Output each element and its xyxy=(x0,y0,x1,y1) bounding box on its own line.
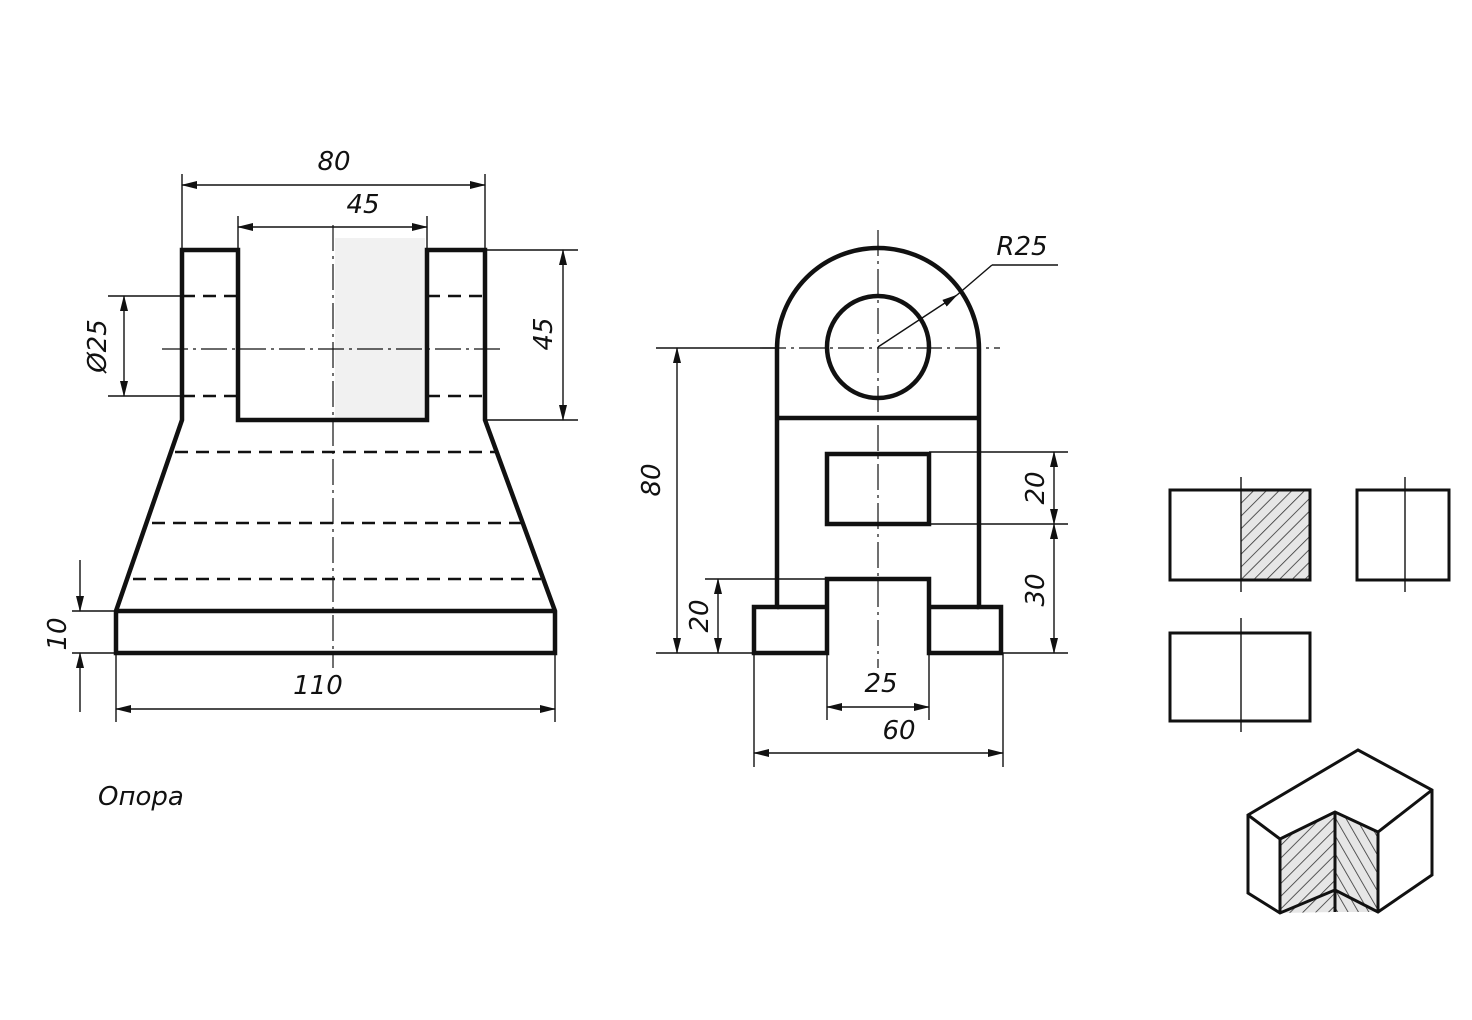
front-slot-shade xyxy=(335,238,425,420)
dim-text-20-window: 20 xyxy=(1021,471,1051,504)
example-isometric xyxy=(1246,748,1434,915)
dim-text-80: 80 xyxy=(317,147,350,177)
dim-text-45-height: 45 xyxy=(529,317,559,350)
dim-text-60: 60 xyxy=(882,716,915,746)
dim-text-110: 110 xyxy=(293,671,343,701)
side-outline xyxy=(751,245,1004,656)
front-view: 80 45 Ø25 45 10 110 xyxy=(43,147,578,722)
example-views xyxy=(1168,477,1451,915)
dim-text-45-slot: 45 xyxy=(346,190,379,220)
dim-text-20-foot: 20 xyxy=(685,599,715,632)
dim-text-10: 10 xyxy=(43,617,73,650)
dim-text-r25: R25 xyxy=(996,232,1047,262)
dim-text-30: 30 xyxy=(1021,573,1051,606)
iso-cut-face-left xyxy=(1280,812,1335,913)
side-view: R25 80 20 20 30 25 60 xyxy=(637,230,1068,767)
iso-cut-face-right xyxy=(1335,812,1378,912)
leader-r25-arrow xyxy=(877,294,958,348)
leader-r25-line xyxy=(956,264,993,296)
example-side-view xyxy=(1355,488,1451,582)
example-top-view xyxy=(1168,631,1312,723)
drawing-caption: Опора xyxy=(98,782,184,812)
dim-text-80-side: 80 xyxy=(637,463,667,496)
example-front-view xyxy=(1168,488,1312,582)
dim-text-d25: Ø25 xyxy=(83,319,113,374)
example-section-hatch xyxy=(1241,490,1310,580)
dim-text-25: 25 xyxy=(864,669,897,699)
